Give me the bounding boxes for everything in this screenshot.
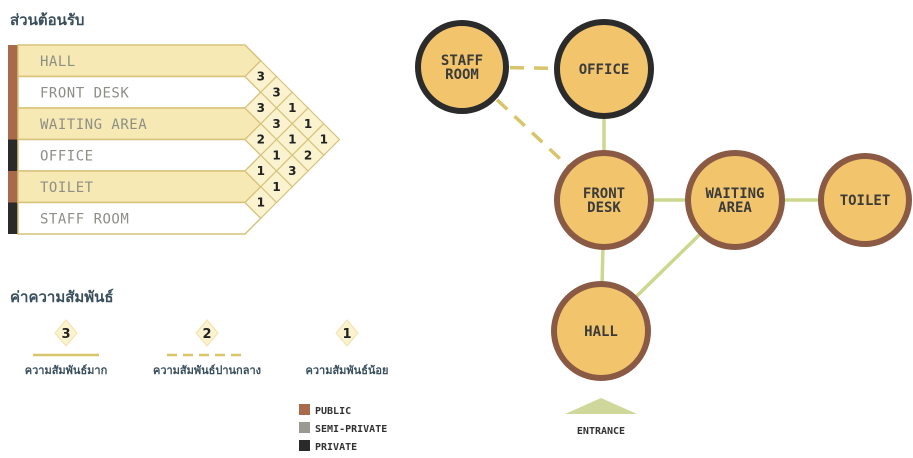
matrix-row: HALL (8, 44, 262, 78)
node-hall: HALL (551, 281, 651, 381)
matrix-row: FRONT DESK (8, 75, 262, 109)
row-label: FRONT DESK (40, 85, 129, 101)
legend-text: ความสัมพันธ์มาก (25, 364, 108, 377)
row-label: HALL (40, 54, 76, 70)
category-marker (8, 171, 18, 203)
entrance-arrow-icon (565, 398, 637, 414)
node-label: DESK (587, 200, 621, 216)
node-circle (415, 20, 509, 114)
node-circle (554, 19, 654, 119)
legend-value: 2 (202, 327, 211, 342)
legend-text: ความสัมพันธ์น้อย (306, 364, 389, 377)
row-label: TOILET (40, 180, 94, 196)
node-label: FRONT (583, 186, 625, 202)
node-label: WAITING (705, 186, 764, 202)
category-marker (8, 139, 18, 171)
node-circle (551, 281, 651, 381)
legend-value: 3 (61, 327, 70, 342)
node-circle (554, 150, 654, 250)
entrance-label: ENTRANCE (577, 426, 625, 437)
node-label: AREA (718, 200, 752, 216)
legend-diamond (335, 319, 359, 347)
legend-diamond (195, 319, 219, 347)
node-circle (818, 153, 912, 247)
matrix-row: STAFF ROOM (8, 201, 262, 235)
node-label: ROOM (445, 67, 479, 83)
cell-value: 3 (257, 101, 265, 115)
row-label: OFFICE (40, 148, 94, 164)
category-marker (8, 202, 18, 234)
legend-value: 1 (342, 327, 351, 342)
category-item: PRIVATE (299, 440, 357, 453)
matrix-row: WAITING AREA (8, 107, 262, 141)
node-label: HALL (584, 324, 618, 340)
row-band (17, 201, 262, 235)
relationship-matrix: HALL FRONT DESK WAITING AREA OFFICE TOILET ST… (8, 44, 341, 235)
legend-diamond (54, 319, 78, 347)
relationship-legend: 3 ความสัมพันธ์มาก 2 ความสัมพันธ์ปานกลาง 1 ควา… (25, 319, 389, 377)
legend-text: ความสัมพันธ์ปานกลาง (153, 364, 261, 377)
legend-item: 2 ความสัมพันธ์ปานกลาง (153, 319, 261, 377)
cell-value: 1 (257, 164, 265, 178)
node-label: OFFICE (579, 62, 630, 78)
matrix-cell: 1 (244, 185, 278, 220)
edges (460, 65, 865, 333)
node-toilet: TOILET (818, 153, 912, 247)
category-key: PUBLIC SEMI-PRIVATE PRIVATE (299, 404, 387, 453)
category-item: SEMI-PRIVATE (299, 422, 387, 435)
cell-value: 1 (288, 133, 296, 147)
category-marker (8, 45, 18, 77)
cell-diamond (244, 185, 278, 220)
row-label: STAFF ROOM (40, 211, 129, 227)
cell-value: 1 (272, 180, 280, 194)
node-office: OFFICE (554, 19, 654, 119)
cell-value: 1 (304, 117, 312, 131)
legend-item: 1 ความสัมพันธ์น้อย (306, 319, 389, 377)
category-swatch (299, 422, 310, 433)
cell-value: 1 (288, 101, 296, 115)
section-title: ส่วนต้อนรับ (10, 11, 84, 29)
row-label: WAITING AREA (40, 117, 147, 133)
cell-value: 2 (304, 148, 312, 162)
category-item: PUBLIC (299, 404, 351, 417)
category-label: PRIVATE (315, 442, 357, 453)
cell-value: 3 (272, 117, 280, 131)
node-label: TOILET (840, 193, 891, 209)
cell-value: 1 (272, 148, 280, 162)
cell-value: 1 (257, 196, 265, 210)
category-label: SEMI-PRIVATE (315, 424, 387, 435)
node-circle (685, 150, 785, 250)
category-swatch (299, 404, 310, 415)
category-marker (8, 108, 18, 140)
category-marker (8, 76, 18, 108)
cell-value: 3 (288, 164, 296, 178)
category-swatch (299, 440, 310, 451)
cell-value: 2 (257, 133, 265, 147)
node-label: STAFF (441, 53, 483, 69)
matrix-row: TOILET (8, 170, 262, 204)
legend-item: 3 ความสัมพันธ์มาก (25, 319, 108, 377)
cell-value: 3 (257, 70, 265, 84)
cell-value: 3 (272, 85, 280, 99)
matrix-row: OFFICE (8, 138, 262, 172)
cell-value: 1 (320, 133, 328, 147)
legend-title: ค่าความสัมพันธ์ (10, 288, 114, 306)
category-label: PUBLIC (315, 406, 351, 417)
